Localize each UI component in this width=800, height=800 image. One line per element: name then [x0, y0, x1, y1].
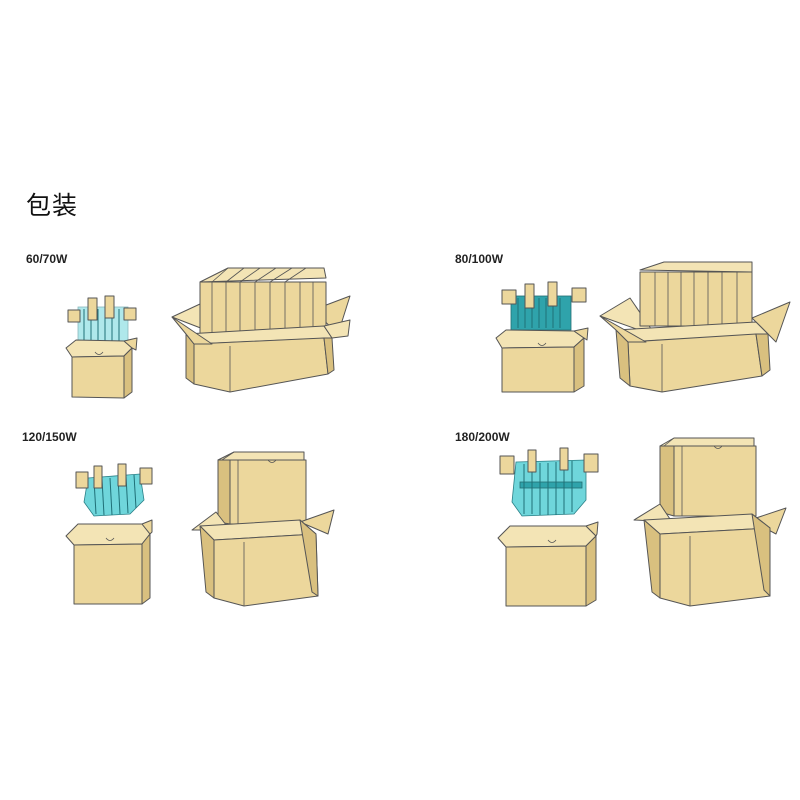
section-label-80-100w: 80/100W [455, 252, 504, 266]
master-carton-180-200w [633, 437, 787, 607]
device-80-100w [501, 281, 587, 331]
device-120-150w [75, 463, 153, 517]
device-180-200w [499, 447, 599, 517]
page-title: 包装 [26, 191, 79, 220]
small-box-80-100w [495, 327, 589, 393]
device-60-70w [67, 295, 137, 344]
section-label-120-150w: 120/150W [22, 430, 77, 444]
small-box-120-150w [65, 519, 153, 605]
master-carton-80-100w [599, 261, 791, 393]
section-label-180-200w: 180/200W [455, 430, 510, 444]
section-label-60-70w: 60/70W [26, 252, 68, 266]
master-carton-60-70w [171, 267, 351, 393]
small-box-180-200w [497, 521, 599, 607]
small-box-60-70w [65, 337, 138, 399]
master-carton-120-150w [191, 451, 335, 607]
